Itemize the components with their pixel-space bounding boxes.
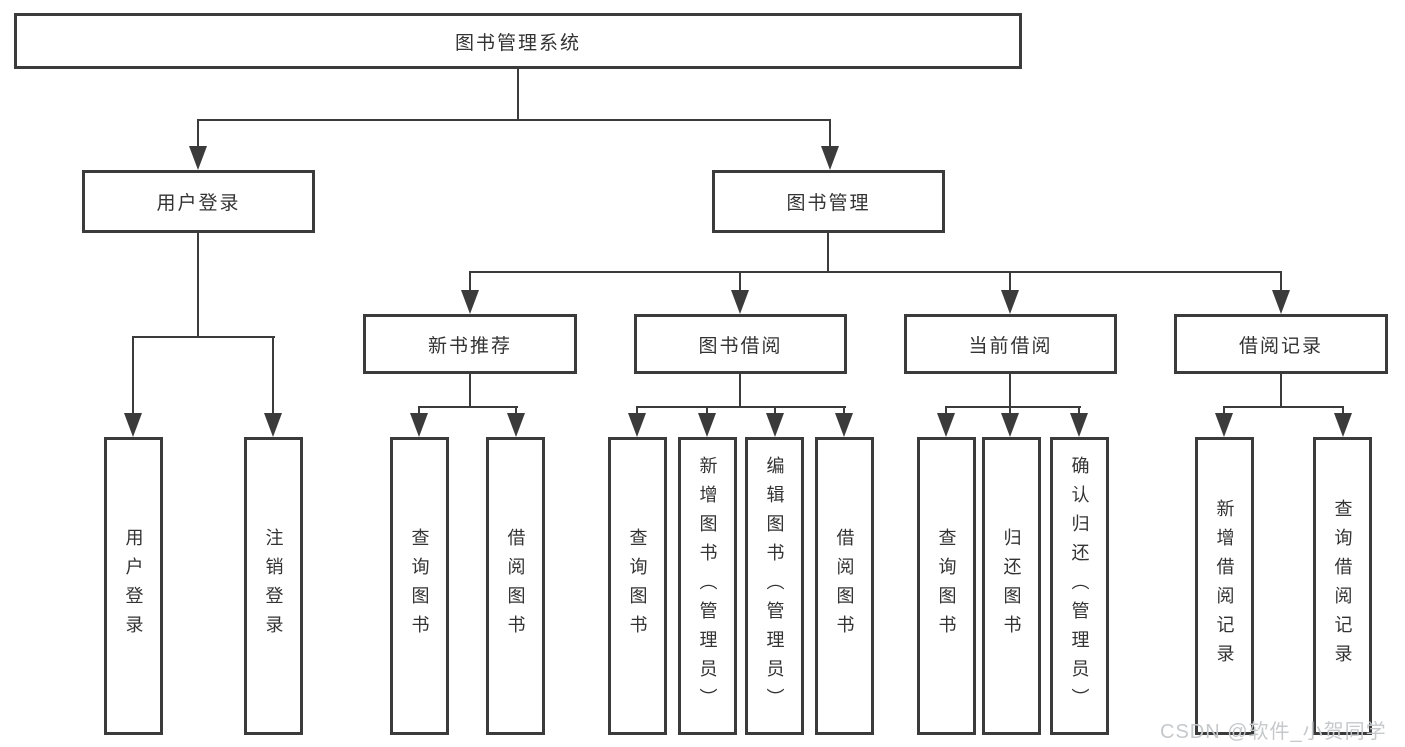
leaf-query-books-current: 查询图书: [917, 437, 976, 735]
arrowhead-icon: [264, 413, 282, 437]
connector-line: [829, 119, 831, 151]
connector-line: [517, 69, 519, 119]
leaf-logout: 注销登录: [244, 437, 303, 735]
connector-line: [706, 406, 708, 416]
node-book-management: 图书管理: [712, 170, 945, 233]
csdn-watermark: CSDN @软件_小贺同学: [1160, 721, 1387, 743]
leaf-query-books-recommend-label: 查询图书: [409, 528, 430, 644]
connector-line: [1342, 406, 1344, 416]
connector-line: [1009, 406, 1011, 416]
arrowhead-icon: [124, 413, 142, 437]
leaf-add-books-admin: 新增图书（管理员）: [678, 437, 737, 735]
leaf-borrow-books-recommend-label: 借阅图书: [505, 528, 526, 644]
connector-line: [418, 406, 518, 408]
arrowhead-icon: [1001, 413, 1019, 437]
node-current-borrowing: 当前借阅: [904, 314, 1117, 374]
node-book-borrowing: 图书借阅: [634, 314, 847, 374]
arrowhead-icon: [1001, 290, 1019, 314]
connector-line: [1280, 271, 1282, 296]
leaf-query-books-recommend: 查询图书: [390, 437, 449, 735]
arrowhead-icon: [1215, 413, 1233, 437]
arrowhead-icon: [1070, 413, 1088, 437]
node-current-borrowing-label: 当前借阅: [968, 335, 1053, 357]
node-book-borrowing-label: 图书借阅: [698, 335, 783, 357]
leaf-add-borrow-record: 新增借阅记录: [1195, 437, 1254, 735]
connector-line: [469, 271, 471, 296]
connector-line: [197, 233, 199, 336]
connector-line: [469, 271, 1282, 273]
leaf-user-login-label: 用户登录: [123, 528, 144, 644]
leaf-borrow-books-recommend: 借阅图书: [486, 437, 545, 735]
leaf-return-books: 归还图书: [982, 437, 1041, 735]
arrowhead-icon: [766, 413, 784, 437]
leaf-edit-books-admin-label: 编辑图书（管理员）: [764, 455, 785, 717]
arrowhead-icon: [937, 413, 955, 437]
leaf-borrow-books: 借阅图书: [815, 437, 874, 735]
arrowhead-icon: [835, 413, 853, 437]
connector-line: [197, 119, 199, 151]
connector-line: [636, 406, 846, 408]
leaf-edit-books-admin: 编辑图书（管理员）: [745, 437, 804, 735]
connector-line: [827, 233, 829, 271]
arrowhead-icon: [461, 290, 479, 314]
connector-line: [774, 406, 776, 416]
leaf-query-books-current-label: 查询图书: [936, 528, 957, 644]
leaf-query-borrow-record: 查询借阅记录: [1313, 437, 1372, 735]
arrowhead-icon: [189, 146, 207, 170]
connector-line: [1280, 374, 1282, 406]
leaf-confirm-return-admin: 确认归还（管理员）: [1050, 437, 1109, 735]
leaf-return-books-label: 归还图书: [1001, 528, 1022, 644]
connector-line: [945, 406, 947, 416]
leaf-query-books-borrowing-label: 查询图书: [627, 528, 648, 644]
connector-line: [418, 406, 420, 416]
arrowhead-icon: [1334, 413, 1352, 437]
node-new-book-recommend: 新书推荐: [363, 314, 577, 374]
arrowhead-icon: [821, 146, 839, 170]
connector-line: [945, 406, 1081, 408]
node-book-management-label: 图书管理: [786, 193, 871, 214]
connector-line: [739, 374, 741, 406]
arrowhead-icon: [1272, 290, 1290, 314]
connector-line: [515, 406, 517, 416]
connector-line: [1009, 374, 1011, 406]
node-new-book-recommend-label: 新书推荐: [427, 335, 512, 357]
node-root-label: 图书管理系统: [454, 32, 581, 54]
leaf-query-borrow-record-label: 查询借阅记录: [1332, 499, 1353, 673]
connector-line: [132, 336, 275, 338]
connector-line: [1223, 406, 1225, 416]
connector-line: [843, 406, 845, 416]
leaf-add-borrow-record-label: 新增借阅记录: [1214, 499, 1235, 673]
connector-line: [197, 119, 831, 121]
connector-line: [469, 374, 471, 406]
leaf-query-books-borrowing: 查询图书: [608, 437, 667, 735]
connector-line: [636, 406, 638, 416]
arrowhead-icon: [507, 413, 525, 437]
arrowhead-icon: [698, 413, 716, 437]
connector-line: [1223, 406, 1344, 408]
leaf-user-login: 用户登录: [104, 437, 163, 735]
node-user-login-label: 用户登录: [156, 193, 241, 214]
arrowhead-icon: [731, 290, 749, 314]
connector-line: [739, 271, 741, 296]
node-user-login: 用户登录: [82, 170, 315, 233]
arrowhead-icon: [410, 413, 428, 437]
node-root: 图书管理系统: [14, 13, 1022, 69]
connector-line: [272, 336, 274, 417]
leaf-borrow-books-label: 借阅图书: [834, 528, 855, 644]
leaf-confirm-return-admin-label: 确认归还（管理员）: [1069, 455, 1090, 717]
connector-line: [1009, 271, 1011, 296]
node-borrowing-records: 借阅记录: [1174, 314, 1388, 374]
node-borrowing-records-label: 借阅记录: [1238, 335, 1323, 357]
leaf-add-books-admin-label: 新增图书（管理员）: [697, 455, 718, 717]
leaf-logout-label: 注销登录: [263, 528, 284, 644]
arrowhead-icon: [628, 413, 646, 437]
connector-line: [132, 336, 134, 417]
connector-line: [1078, 406, 1080, 416]
